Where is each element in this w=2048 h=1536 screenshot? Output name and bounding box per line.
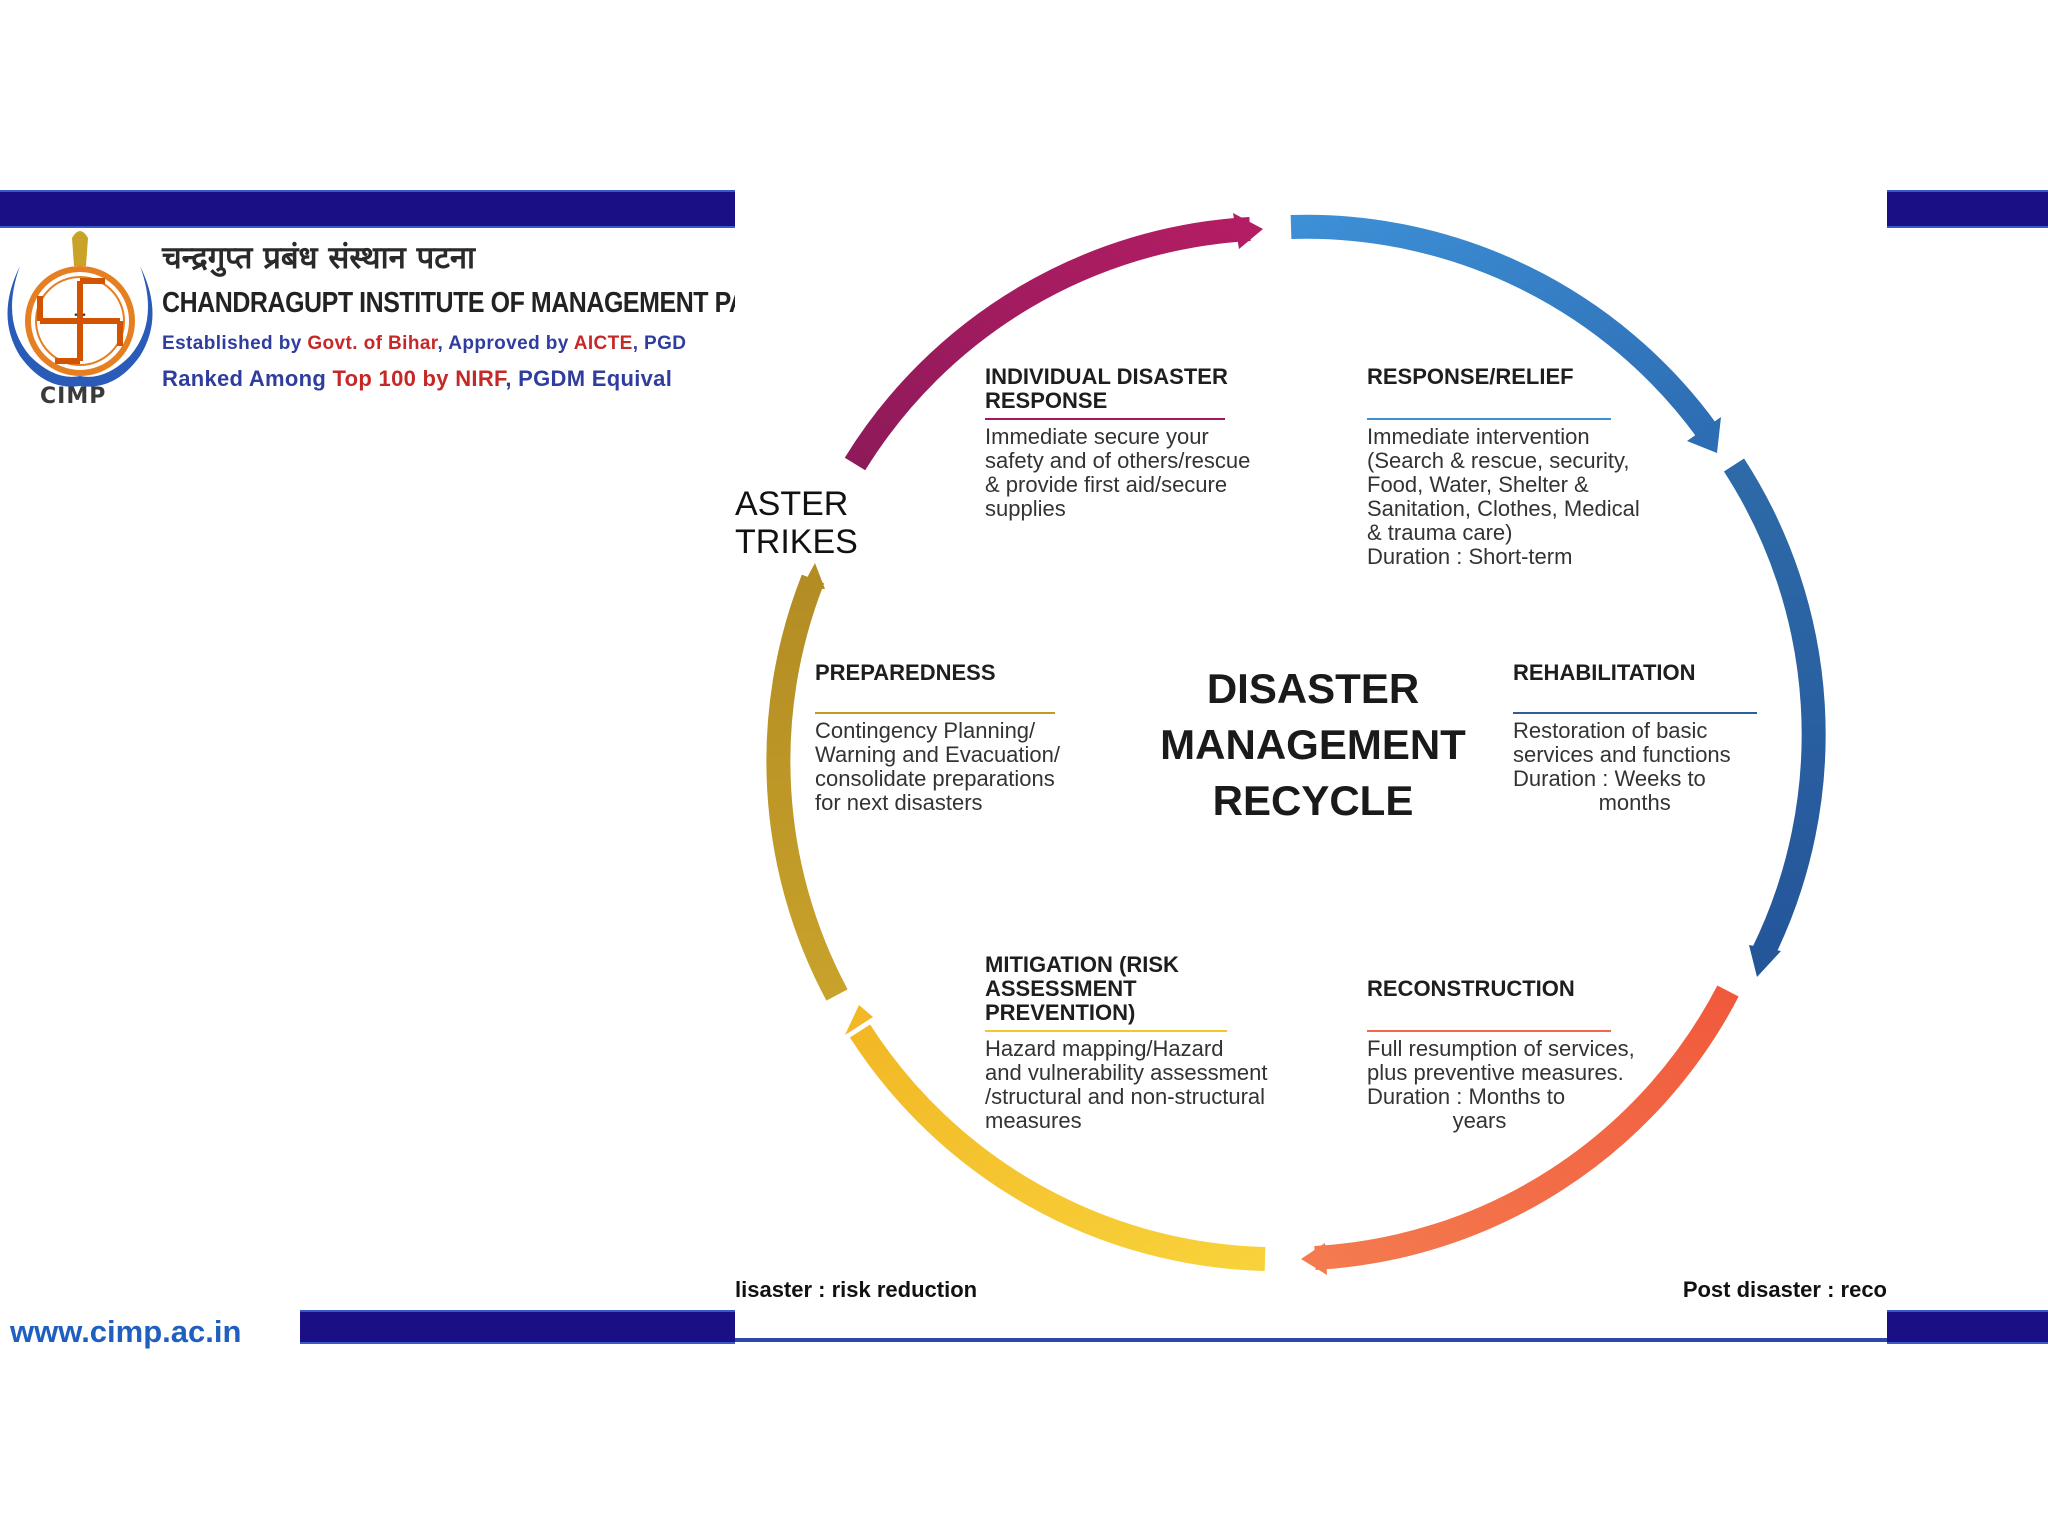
arrow-head-magenta: [1233, 213, 1263, 249]
mitigation-title: MITIGATION (RISK ASSESSMENT PREVENTION): [985, 952, 1179, 1025]
ranked-line: Ranked Among Top 100 by NIRF, PGDM Equiv…: [162, 366, 673, 391]
rehabilitation-body: Restoration of basic services and functi…: [1513, 718, 1731, 815]
reconstruction-title: RECONSTRUCTION: [1367, 976, 1575, 1001]
preparedness-body: Contingency Planning/ Warning and Evacua…: [815, 718, 1060, 815]
footer-post-disaster-label: Post disaster : reco: [1682, 1277, 1887, 1302]
arc-preparedness: [766, 574, 848, 1001]
top-band-right: [1887, 190, 2048, 228]
institute-header: चन्द्रगुप्त प्रबंध संस्थान पटना CHANDRAG…: [0, 226, 735, 426]
institute-name-hindi: चन्द्रगुप्त प्रबंध संस्थान पटना: [162, 240, 476, 276]
website-link[interactable]: www.cimp.ac.in: [10, 1314, 242, 1349]
reconstruction-body: Full resumption of services, plus preven…: [1367, 1036, 1635, 1133]
svg-text:• •: • •: [73, 311, 86, 321]
arrow-head-orange: [1301, 1243, 1327, 1275]
footer-pre-disaster-label: lisaster : risk reduction: [735, 1277, 978, 1302]
top-band-left: [0, 190, 735, 228]
arrow-head-darkblue: [1749, 945, 1781, 977]
arrow-head-yellow: [845, 1005, 873, 1035]
cycle-ring: [766, 213, 1826, 1275]
arc-response-relief: [1290, 214, 1717, 439]
established-line: Established by Govt. of Bihar, Approved …: [162, 333, 687, 354]
arrow-head-blue: [1687, 417, 1721, 453]
rehabilitation-title: REHABILITATION: [1513, 660, 1696, 685]
institute-name-english: CHANDRAGUPT INSTITUTE OF MANAGEMENT PATN…: [162, 287, 735, 319]
arc-mitigation: [849, 1024, 1266, 1271]
arrow-head-olive: [801, 563, 825, 589]
logo-text: CIMP: [40, 384, 107, 409]
bottom-band-left: [300, 1310, 735, 1344]
diagram-center-title: DISASTER MANAGEMENT RECYCLE: [1160, 665, 1466, 824]
individual-response-title: INDIVIDUAL DISASTER RESPONSE: [985, 364, 1228, 413]
response-relief-title: RESPONSE/RELIEF: [1367, 364, 1574, 389]
cimp-logo-icon: • •: [7, 231, 153, 387]
disaster-cycle-diagram: ASTER TRIKES INDIVIDUAL DISASTER RESPONS…: [735, 193, 1887, 1340]
bottom-band-right: [1887, 1310, 2048, 1344]
individual-response-body: Immediate secure your safety and of othe…: [985, 424, 1251, 521]
arc-individual-response: [844, 217, 1251, 471]
response-relief-body: Immediate intervention (Search & rescue,…: [1367, 424, 1640, 569]
bottom-rule: [735, 1338, 1887, 1342]
preparedness-title: PREPAREDNESS: [815, 660, 996, 685]
arc-reconstruction: [1314, 985, 1739, 1270]
mitigation-body: Hazard mapping/Hazard and vulnerability …: [985, 1036, 1268, 1133]
arc-rehabilitation: [1723, 458, 1826, 959]
disaster-strikes-label: ASTER TRIKES: [735, 485, 858, 561]
